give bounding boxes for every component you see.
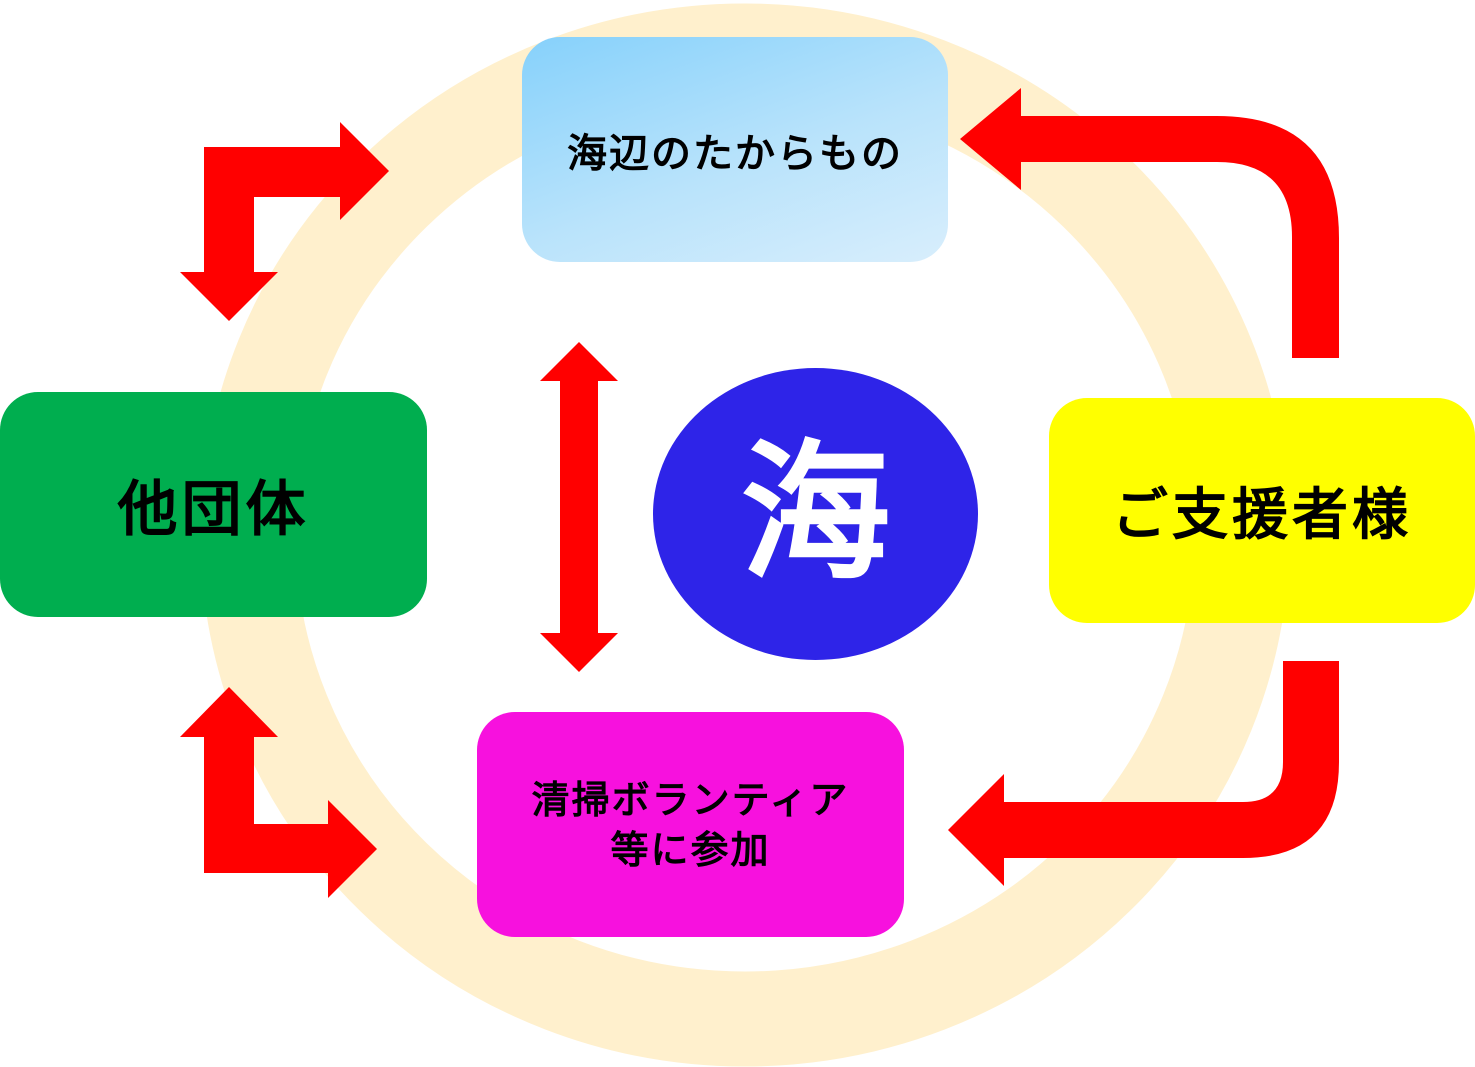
node-label: 他団体 bbox=[117, 475, 310, 545]
node-label: 海辺のたからもの bbox=[567, 130, 903, 177]
arrow-up-right-to-bottom bbox=[180, 687, 377, 898]
center-sea-circle: 海 bbox=[653, 368, 978, 660]
node-label-line-1: 清掃ボランティア bbox=[531, 777, 850, 822]
node-label-line-2: 等に参加 bbox=[610, 827, 771, 872]
node-label: ご支援者様 bbox=[1112, 483, 1412, 548]
node-cleanup-volunteers: 清掃ボランティア 等に参加 bbox=[477, 712, 904, 937]
node-seaside-treasures: 海辺のたからもの bbox=[522, 37, 948, 262]
node-supporters: ご支援者様 bbox=[1049, 398, 1475, 623]
double-arrow-top-bottom bbox=[540, 342, 618, 672]
elbow-arrow-left-top bbox=[180, 122, 389, 321]
curved-arrow-right-to-bottom bbox=[948, 661, 1339, 886]
node-other-organizations: 他団体 bbox=[0, 392, 427, 617]
arrow-right-head-to-top bbox=[180, 122, 389, 321]
center-label: 海 bbox=[740, 427, 891, 601]
curved-arrow-right-to-top bbox=[960, 88, 1339, 358]
elbow-arrow-left-bottom bbox=[180, 687, 377, 898]
